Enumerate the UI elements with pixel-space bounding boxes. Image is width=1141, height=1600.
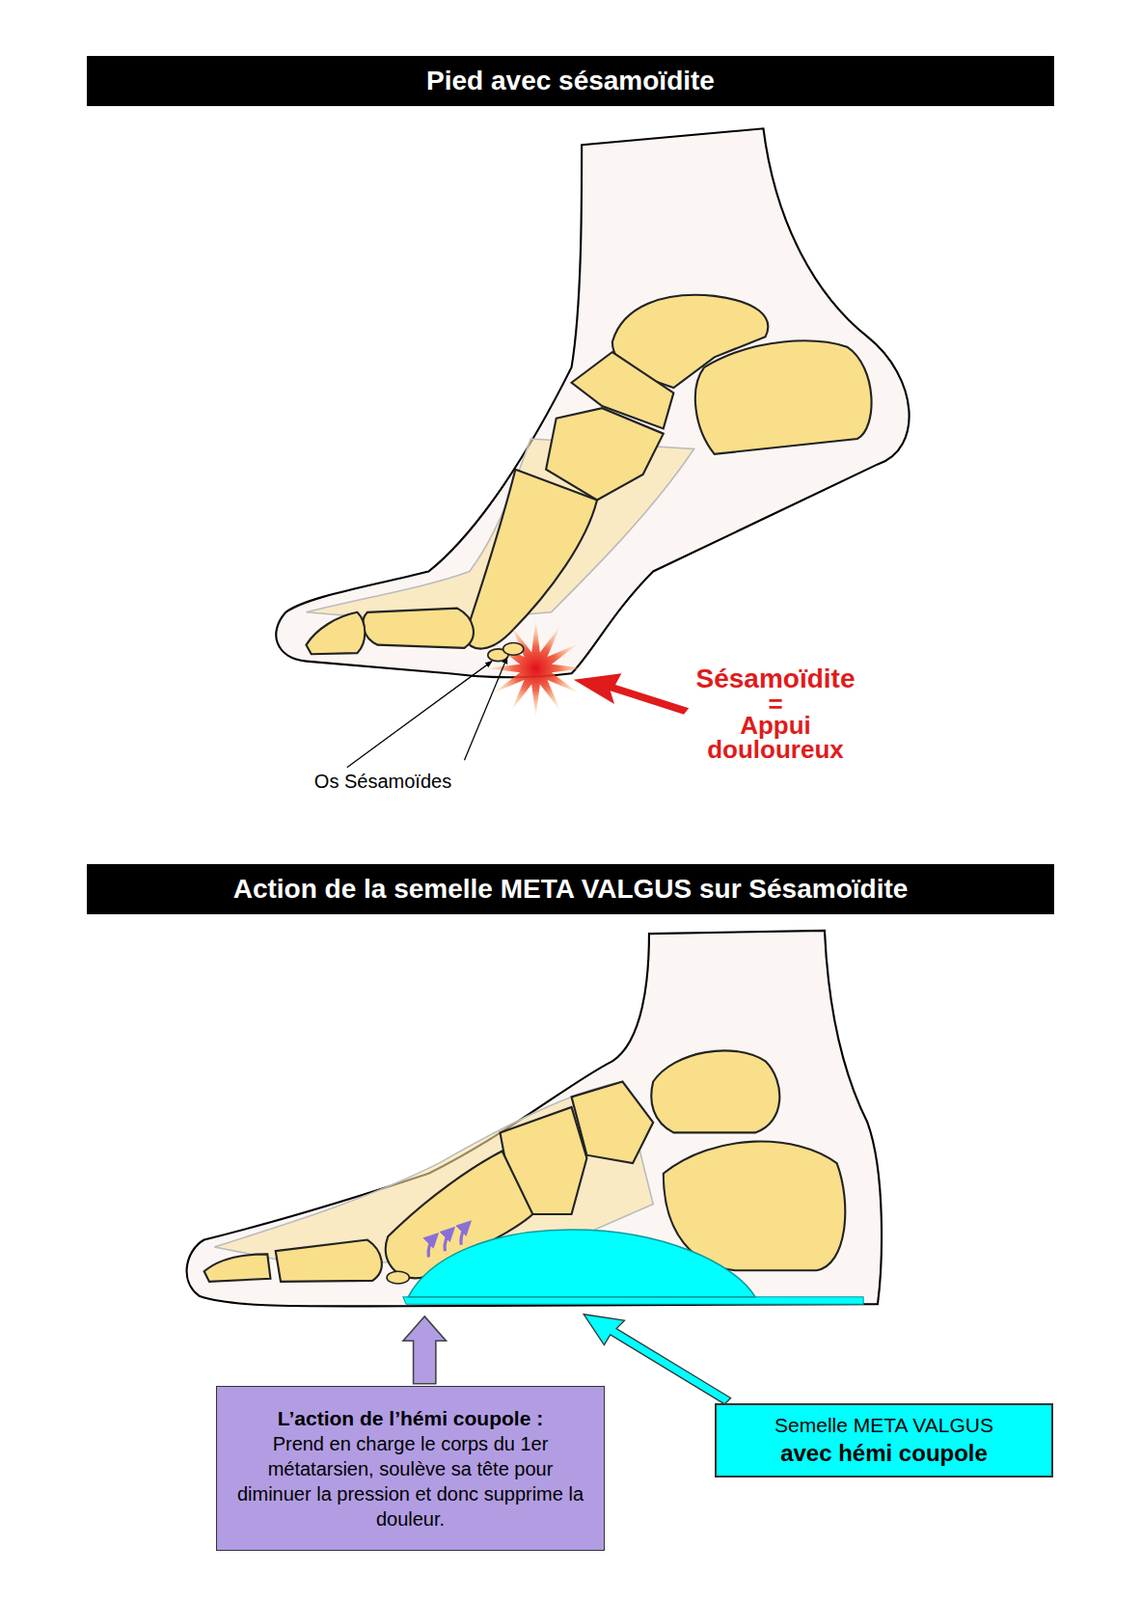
leader-line	[463, 656, 507, 761]
box-heading: Semelle META VALGUS	[774, 1412, 994, 1439]
pain-arrow	[573, 673, 690, 714]
proximal-phalanx	[362, 608, 474, 649]
part-label: Os Sésamoïdes	[314, 771, 452, 791]
heading-band: Action de la semelle META VALGUS sur Sés…	[86, 864, 1055, 915]
distal-phalanx	[305, 612, 365, 654]
condition-label: Sésamoïdite	[696, 665, 856, 693]
insole-box: Semelle META VALGUSavec hémi coupole	[714, 1403, 1054, 1478]
box-text: avec hémi coupole	[780, 1439, 988, 1468]
calcaneus	[695, 340, 872, 454]
skin-outline	[187, 930, 882, 1306]
sesamoid-bone	[386, 1271, 409, 1284]
pain-burst	[487, 619, 586, 718]
lift-arrow	[428, 1234, 437, 1257]
foot-with-insole	[187, 930, 882, 1405]
lift-arrow	[444, 1228, 454, 1251]
proximal-phalanx	[275, 1240, 382, 1282]
sesamoid-bone	[503, 643, 524, 656]
foot-sesamoiditis	[275, 128, 909, 767]
lift-arrow	[461, 1222, 470, 1246]
heading-band: Pied avec sésamoïdite	[86, 55, 1055, 107]
cuneiform	[545, 407, 664, 500]
box-heading: Action de la semelle META VALGUS sur Sés…	[233, 873, 909, 905]
explanation-box: L’action de l’hémi coupole :Prend en cha…	[216, 1385, 605, 1551]
condition-label: Appui douloureux	[706, 713, 844, 761]
distal-phalanx	[204, 1253, 272, 1282]
leader-line	[347, 661, 492, 768]
talus	[651, 1050, 780, 1133]
insole-base	[403, 1297, 864, 1304]
purple-block-arrow	[403, 1316, 446, 1385]
box-heading: L’action de l’hémi coupole :	[277, 1405, 544, 1432]
first-metatarsal	[463, 469, 598, 650]
cyan-pointer-arrow	[583, 1314, 731, 1405]
box-heading: Pied avec sésamoïdite	[426, 65, 715, 97]
box-text: Prend en charge le corps du 1er métatars…	[228, 1431, 593, 1532]
skin-outline	[275, 128, 909, 678]
